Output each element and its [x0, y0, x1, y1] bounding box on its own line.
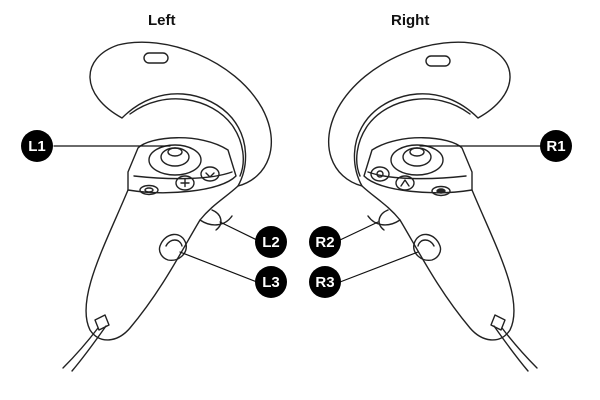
label-text: R3 [315, 274, 334, 291]
right-handle [361, 185, 515, 341]
left-x-icon [180, 178, 190, 188]
left-grip-button [211, 209, 222, 231]
label-L3: L3 [255, 266, 287, 298]
leader-L2 [219, 221, 258, 241]
leader-L3 [179, 251, 258, 283]
right-a-icon [400, 179, 410, 187]
left-thumbstick-base [148, 144, 202, 176]
right-strap [501, 327, 538, 369]
label-text: L2 [262, 234, 280, 251]
leader-R3 [339, 251, 419, 283]
left-tracking-ring [89, 41, 272, 187]
left-menu-button [139, 184, 159, 196]
badge-circle [309, 266, 341, 298]
right-oculus-button [431, 185, 451, 197]
badge-circle [309, 226, 341, 258]
right-thumbstick-base [390, 144, 444, 176]
label-R1: R1 [540, 130, 572, 162]
label-R2: R2 [309, 226, 341, 258]
left-strap [62, 327, 99, 369]
right-trigger [413, 233, 442, 261]
badge-circle [255, 266, 287, 298]
left-ring-slot [143, 52, 169, 64]
right-tracking-ring [328, 41, 511, 187]
leader-R2 [339, 221, 379, 241]
left-controller [62, 41, 272, 372]
right-thumbstick-cap [402, 147, 432, 167]
left-trigger [158, 233, 187, 261]
left-y-button [200, 166, 220, 182]
label-text: R2 [315, 234, 334, 251]
right-grip-button [378, 209, 389, 231]
left-thumbstick-cap [160, 147, 190, 167]
left-title: Left [148, 12, 176, 29]
leader-lines [53, 145, 541, 283]
right-strap-clip [490, 314, 506, 331]
left-strap-clip [94, 314, 110, 331]
label-text: L3 [262, 274, 280, 291]
label-text: L1 [28, 138, 46, 155]
label-L2: L2 [255, 226, 287, 258]
label-text: R1 [546, 138, 565, 155]
label-L1: L1 [21, 130, 53, 162]
badge-circle [255, 226, 287, 258]
left-x-button [175, 175, 195, 191]
right-title: Right [391, 12, 430, 29]
label-R3: R3 [309, 266, 341, 298]
left-y-icon [205, 172, 215, 178]
left-face-plate [127, 137, 237, 194]
right-b-icon [376, 170, 384, 178]
right-controller [328, 41, 538, 372]
badge-circle [21, 130, 53, 162]
right-ring-slot [425, 55, 451, 67]
left-handle [85, 185, 239, 341]
badge-circle [540, 130, 572, 162]
right-a-button [395, 175, 415, 191]
right-b-button [370, 166, 390, 182]
